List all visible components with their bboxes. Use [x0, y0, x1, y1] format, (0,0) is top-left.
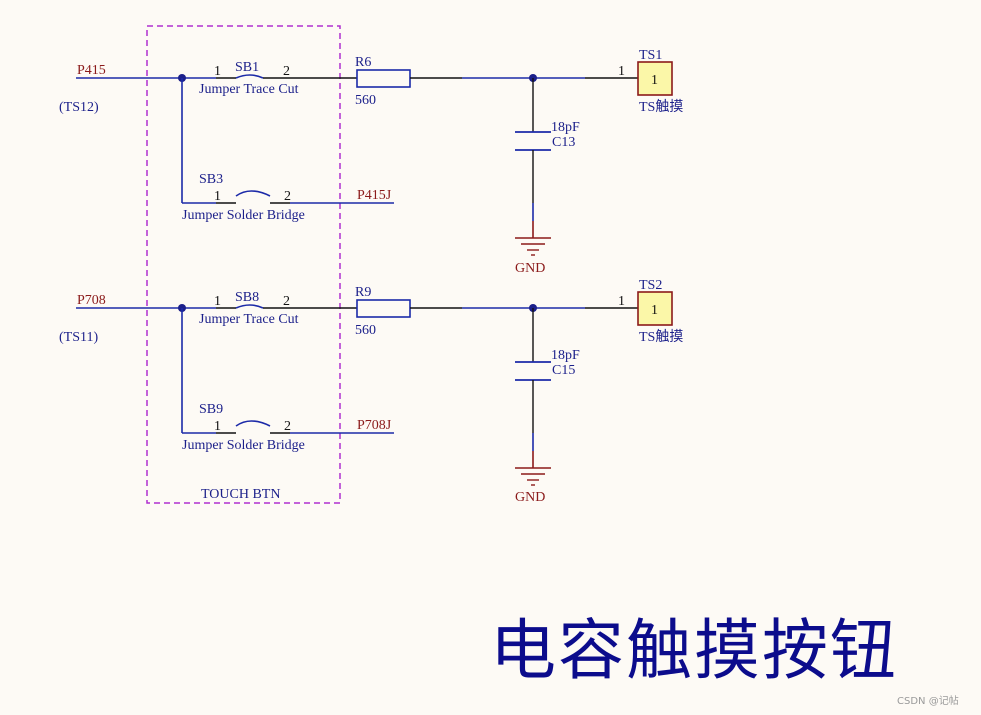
- touch-btn-group-box: [146, 25, 341, 504]
- touch-pad-pin: 1: [651, 73, 658, 88]
- trace-cut-arc: [235, 304, 264, 309]
- net-label-j: P415J: [357, 188, 392, 203]
- pin-number: 2: [283, 294, 290, 309]
- channel-1: P415 (TS12) 1 SB1 2 Jumper Trace Cut SB3…: [59, 48, 683, 276]
- trace-cut-desc: Jumper Trace Cut: [199, 312, 299, 327]
- capacitor-ref: C15: [552, 363, 575, 378]
- touch-btn-group-label: TOUCH BTN: [201, 487, 280, 502]
- pin-number: 1: [214, 294, 221, 309]
- pin-number: 2: [284, 419, 291, 434]
- touch-pad-ref: TS1: [639, 48, 662, 63]
- net-alias: (TS11): [59, 330, 98, 345]
- pad-pin-number: 1: [618, 294, 625, 309]
- pin-number: 1: [214, 189, 221, 204]
- touch-pad: [637, 61, 673, 96]
- touch-pad-pin: 1: [651, 303, 658, 318]
- touch-pad-desc: TS触摸: [639, 99, 683, 115]
- resistor-body: [356, 69, 411, 88]
- net-label-input: P415: [77, 63, 106, 78]
- capacitor-value: 18pF: [551, 120, 580, 135]
- trace-cut-desc: Jumper Trace Cut: [199, 82, 299, 97]
- solder-bridge-desc: Jumper Solder Bridge: [182, 438, 305, 453]
- gnd-label: GND: [515, 490, 545, 505]
- watermark: CSDN @记帖: [897, 696, 959, 707]
- resistor-value: 560: [355, 323, 376, 338]
- gnd-icon: [515, 451, 551, 486]
- resistor-value: 560: [355, 93, 376, 108]
- capacitor-value: 18pF: [551, 348, 580, 363]
- net-label-input: P708: [77, 293, 106, 308]
- solder-bridge-desc: Jumper Solder Bridge: [182, 208, 305, 223]
- gnd-label: GND: [515, 261, 545, 276]
- resistor-body: [356, 299, 411, 318]
- solder-bridge-arc: [235, 420, 271, 427]
- resistor-ref: R9: [355, 285, 371, 300]
- capacitor-ref: C13: [552, 135, 575, 150]
- net-label-j: P708J: [357, 418, 392, 433]
- pad-pin-number: 1: [618, 64, 625, 79]
- pin-number: 2: [283, 64, 290, 79]
- schematic-title: 电容触摸按钮: [490, 612, 898, 689]
- pin-number: 2: [284, 189, 291, 204]
- pin-number: 1: [214, 419, 221, 434]
- touch-pad-ref: TS2: [639, 278, 662, 293]
- solder-bridge-ref: SB9: [199, 402, 223, 417]
- pin-number: 1: [214, 64, 221, 79]
- gnd-icon: [515, 221, 551, 256]
- trace-cut-arc: [235, 74, 264, 79]
- trace-cut-ref: SB8: [235, 290, 259, 305]
- channel-2: P708 (TS11) 1 SB8 2 Jumper Trace Cut SB9…: [59, 278, 683, 505]
- net-alias: (TS12): [59, 100, 99, 115]
- trace-cut-ref: SB1: [235, 60, 259, 75]
- resistor-ref: R6: [355, 55, 371, 70]
- solder-bridge-arc: [235, 190, 271, 197]
- touch-pad-desc: TS触摸: [639, 329, 683, 345]
- touch-pad: [637, 291, 673, 326]
- solder-bridge-ref: SB3: [199, 172, 223, 187]
